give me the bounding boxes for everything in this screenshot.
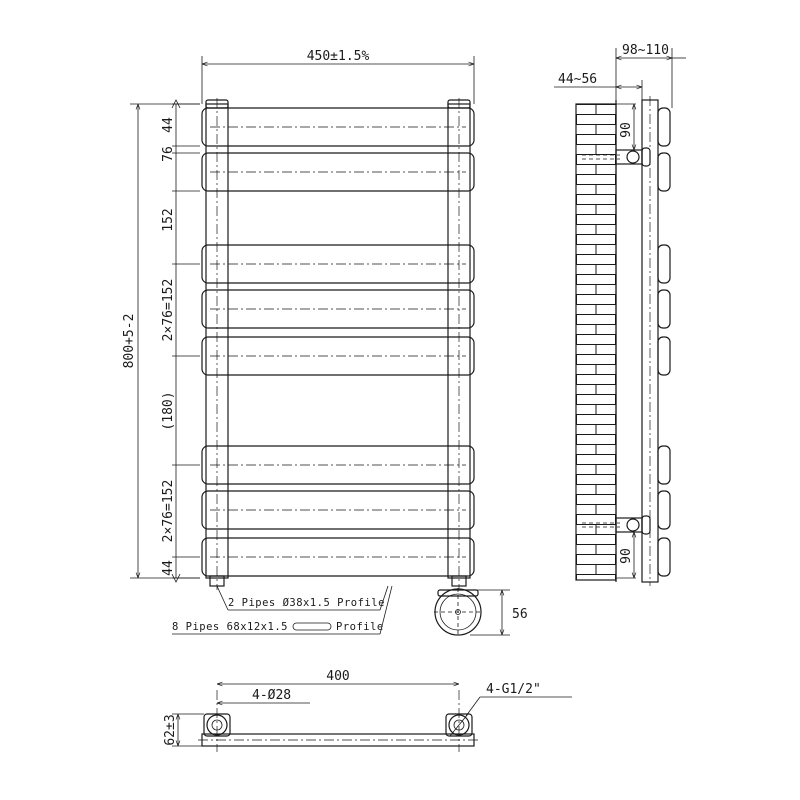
top-bracket-dimension-text: 90 <box>619 122 634 138</box>
segment-label-6: 2×76=152 <box>161 480 176 543</box>
centers-dimension-text: 400 <box>326 669 349 684</box>
pipes-profile-note: 2 Pipes Ø38x1.5 Profile <box>228 597 385 609</box>
panel-5 <box>201 336 475 376</box>
segment-label-7: 44 <box>161 560 176 576</box>
panel-7 <box>201 490 475 530</box>
panel-6 <box>201 445 475 485</box>
right-bottom-connection <box>451 575 467 587</box>
front-view: 450±1.5% 800+5-2 44 76 152 2×76=152 (180… <box>122 49 528 636</box>
bottom-height-dimension-text: 62±3 <box>163 714 178 745</box>
wall-gap-dimension-text: 44~56 <box>558 72 597 87</box>
segment-label-3: 152 <box>161 208 176 231</box>
panel-3 <box>201 244 475 284</box>
height-dimension-text: 800+5-2 <box>122 314 137 369</box>
total-depth-dimension-text: 98~110 <box>622 43 669 58</box>
panels-profile-suffix: Profile <box>336 621 384 633</box>
segment-label-1: 44 <box>161 117 176 133</box>
width-dimension-text: 450±1.5% <box>307 49 370 64</box>
panel-4 <box>201 289 475 329</box>
brick-wall <box>575 103 617 581</box>
segment-label-5: (180) <box>161 391 176 430</box>
panel-group <box>201 107 475 577</box>
bottom-wall-bracket <box>582 515 651 535</box>
segment-ticks <box>171 99 200 583</box>
side-view: 98~110 44~56 90 90 <box>554 43 686 586</box>
segment-label-2: 76 <box>161 146 176 162</box>
pipe-depth-dimension-text: 56 <box>512 607 528 622</box>
panel-1 <box>201 107 475 147</box>
side-panels <box>657 107 671 577</box>
segment-label-4: 2×76=152 <box>161 279 176 342</box>
panel-2 <box>201 152 475 192</box>
pipe-cross-section <box>434 588 482 636</box>
top-wall-bracket <box>582 147 651 167</box>
panel-8 <box>201 537 475 577</box>
panels-profile-note: 8 Pipes 68x12x1.5 <box>172 621 288 633</box>
pipe-diameter-text: 4-Ø28 <box>252 688 291 703</box>
bottom-view: 400 4-Ø28 4-G1/2" 62±3 <box>163 669 572 752</box>
bottom-bracket-dimension-text: 90 <box>619 548 634 564</box>
thread-size-text: 4-G1/2" <box>486 682 541 697</box>
panel-profile-symbol <box>292 622 332 631</box>
